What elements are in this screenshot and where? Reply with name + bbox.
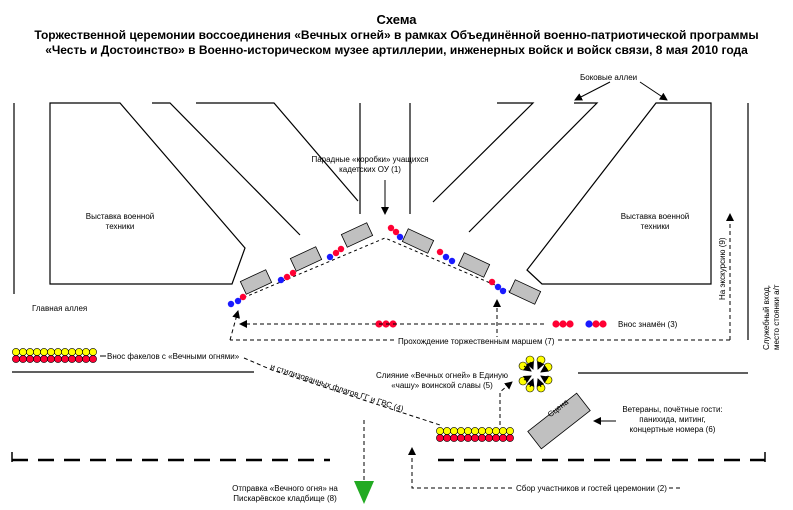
alley-right-2 xyxy=(432,102,535,203)
diagram-subtitle-1: Торжественной церемонии воссоединения «В… xyxy=(34,28,759,42)
exhibition-block-left xyxy=(49,102,246,285)
veterans-label: Ветераны, почётные гости: панихида, мити… xyxy=(622,405,723,434)
alley-right-1 xyxy=(468,102,599,233)
alley-left-2 xyxy=(196,102,359,202)
park-outline xyxy=(13,102,749,340)
side-alleys-label: Боковые аллеи xyxy=(580,73,638,82)
eternal-flame-cup xyxy=(518,355,553,393)
excursion-label: На экскурсию (9) xyxy=(718,237,727,300)
main-alley-label: Главная аллея xyxy=(32,304,88,313)
diagram-title: Схема xyxy=(376,12,417,27)
gathering-label: Сбор участников и гостей церемонии (2) xyxy=(514,484,669,494)
march-label: Прохождение торжественным маршем (7) xyxy=(396,337,557,347)
fire-dispatch-arrow xyxy=(354,481,374,504)
parade-boxes-right xyxy=(401,228,542,305)
fire-dispatch-label: Отправка «Вечного огня» на Пискарёвское … xyxy=(232,484,338,503)
torch-carriers xyxy=(12,348,97,363)
banners-label: Внос знамён (3) xyxy=(618,320,678,329)
alley-left-1 xyxy=(152,102,301,236)
parade-boxes-label: Парадные «коробки» учащихся кадетских ОУ… xyxy=(311,155,429,174)
service-entrance-label: Служебный вход, место стоянки а/т xyxy=(762,284,781,351)
merge-label: Слияние «Вечных огней» в Единую «чашу» в… xyxy=(375,371,509,390)
parade-boxes-left xyxy=(239,222,374,295)
exhibition-block-right xyxy=(526,102,712,285)
diagram-subtitle-2: «Честь и Достоинство» в Военно-историчес… xyxy=(45,43,748,57)
exhibition-right-label: Выставка военной техники xyxy=(620,212,690,231)
torch-carriers-merge xyxy=(436,427,514,442)
torches-label: Внос факелов с «Вечными огнями» xyxy=(107,352,240,361)
banner-dots-parade xyxy=(227,224,507,308)
stage xyxy=(527,392,591,450)
exhibition-left-label: Выставка военной техники xyxy=(85,212,155,231)
